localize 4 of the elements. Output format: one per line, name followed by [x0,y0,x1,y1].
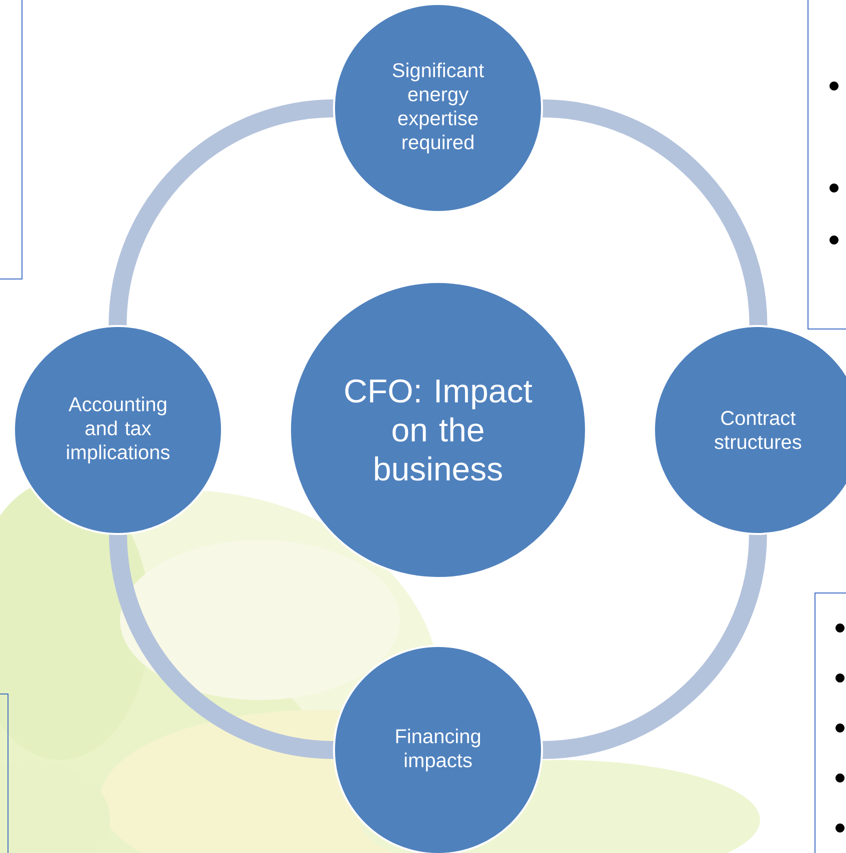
ring-arc [109,534,334,759]
ring-arc [108,99,334,326]
ring-arc [542,534,767,759]
ring-arc [542,99,768,326]
